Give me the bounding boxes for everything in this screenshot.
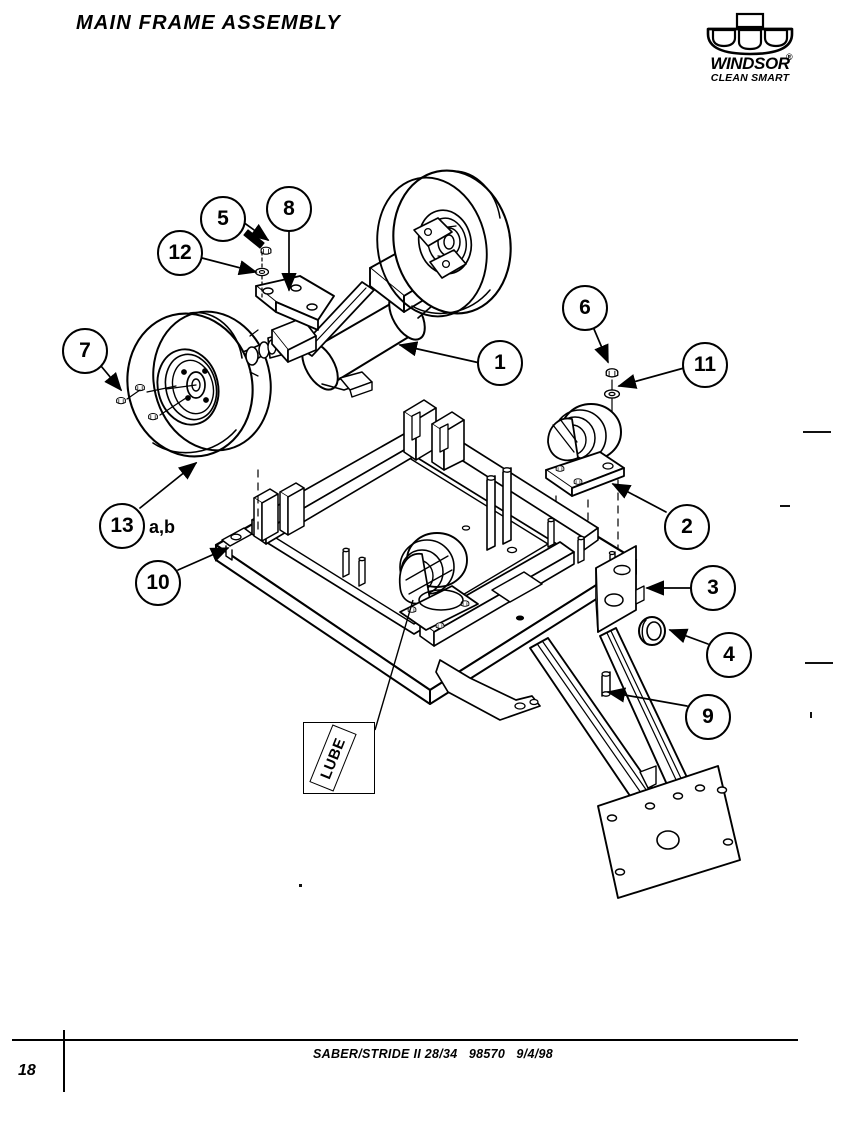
footer-divider — [12, 1039, 798, 1041]
lube-leader-line — [374, 599, 414, 731]
callout-2[interactable]: 2 — [664, 504, 710, 550]
leader-line-13 — [139, 461, 198, 509]
footer-vertical-divider — [63, 1030, 65, 1092]
scan-artifact-tick — [805, 662, 833, 664]
callout-3[interactable]: 3 — [690, 565, 736, 611]
callout-11[interactable]: 11 — [682, 342, 728, 388]
leader-line-12 — [201, 257, 258, 276]
center-caster-assembly — [398, 532, 479, 631]
page-title: MAIN FRAME ASSEMBLY — [76, 12, 342, 34]
leader-line-4 — [668, 628, 709, 645]
callout-5[interactable]: 5 — [200, 196, 246, 242]
leader-line-9 — [606, 687, 688, 707]
callout-6[interactable]: 6 — [562, 285, 608, 331]
callout-13[interactable]: 13 — [99, 503, 145, 549]
leader-line-5 — [242, 221, 270, 241]
callout-10[interactable]: 10 — [135, 560, 181, 606]
callout-8[interactable]: 8 — [266, 186, 312, 232]
bushing — [638, 616, 666, 646]
lube-tag: LUBE — [309, 724, 357, 792]
leader-line-11 — [617, 367, 685, 389]
callout-4[interactable]: 4 — [706, 632, 752, 678]
callout-7[interactable]: 7 — [62, 328, 108, 374]
lube-label-text: LUBE — [317, 734, 349, 782]
left-tire-assembly — [126, 310, 293, 458]
registered-trademark-icon: ® — [786, 52, 793, 62]
left-wheel-hardware — [116, 384, 177, 421]
scan-artifact-tick — [299, 884, 302, 887]
windsor-brand-logo: WINDSOR ® CLEAN SMART — [700, 12, 800, 84]
brand-name: WINDSOR — [710, 54, 790, 73]
callout-12[interactable]: 12 — [157, 230, 203, 276]
right-tire-assembly — [376, 169, 512, 318]
scan-artifact-tick — [803, 431, 831, 433]
right-caster-assembly — [545, 368, 625, 549]
leader-line-10 — [177, 547, 230, 571]
scan-artifact-tick — [780, 505, 790, 507]
callout-9[interactable]: 9 — [685, 694, 731, 740]
callout-suffix-13: a,b — [149, 517, 176, 537]
brand-tagline: CLEAN SMART — [710, 72, 790, 84]
footer-model-line: SABER/STRIDE II 28/34 98570 9/4/98 — [313, 1047, 553, 1061]
windsor-hull-icon — [706, 12, 794, 56]
lube-label-box: LUBE — [303, 722, 375, 794]
handle-frame — [435, 545, 741, 899]
page-number: 18 — [18, 1062, 36, 1079]
callout-1[interactable]: 1 — [477, 340, 523, 386]
scan-artifact-tick — [810, 712, 812, 718]
leader-line-1 — [398, 341, 481, 364]
leader-line-2 — [611, 483, 667, 513]
